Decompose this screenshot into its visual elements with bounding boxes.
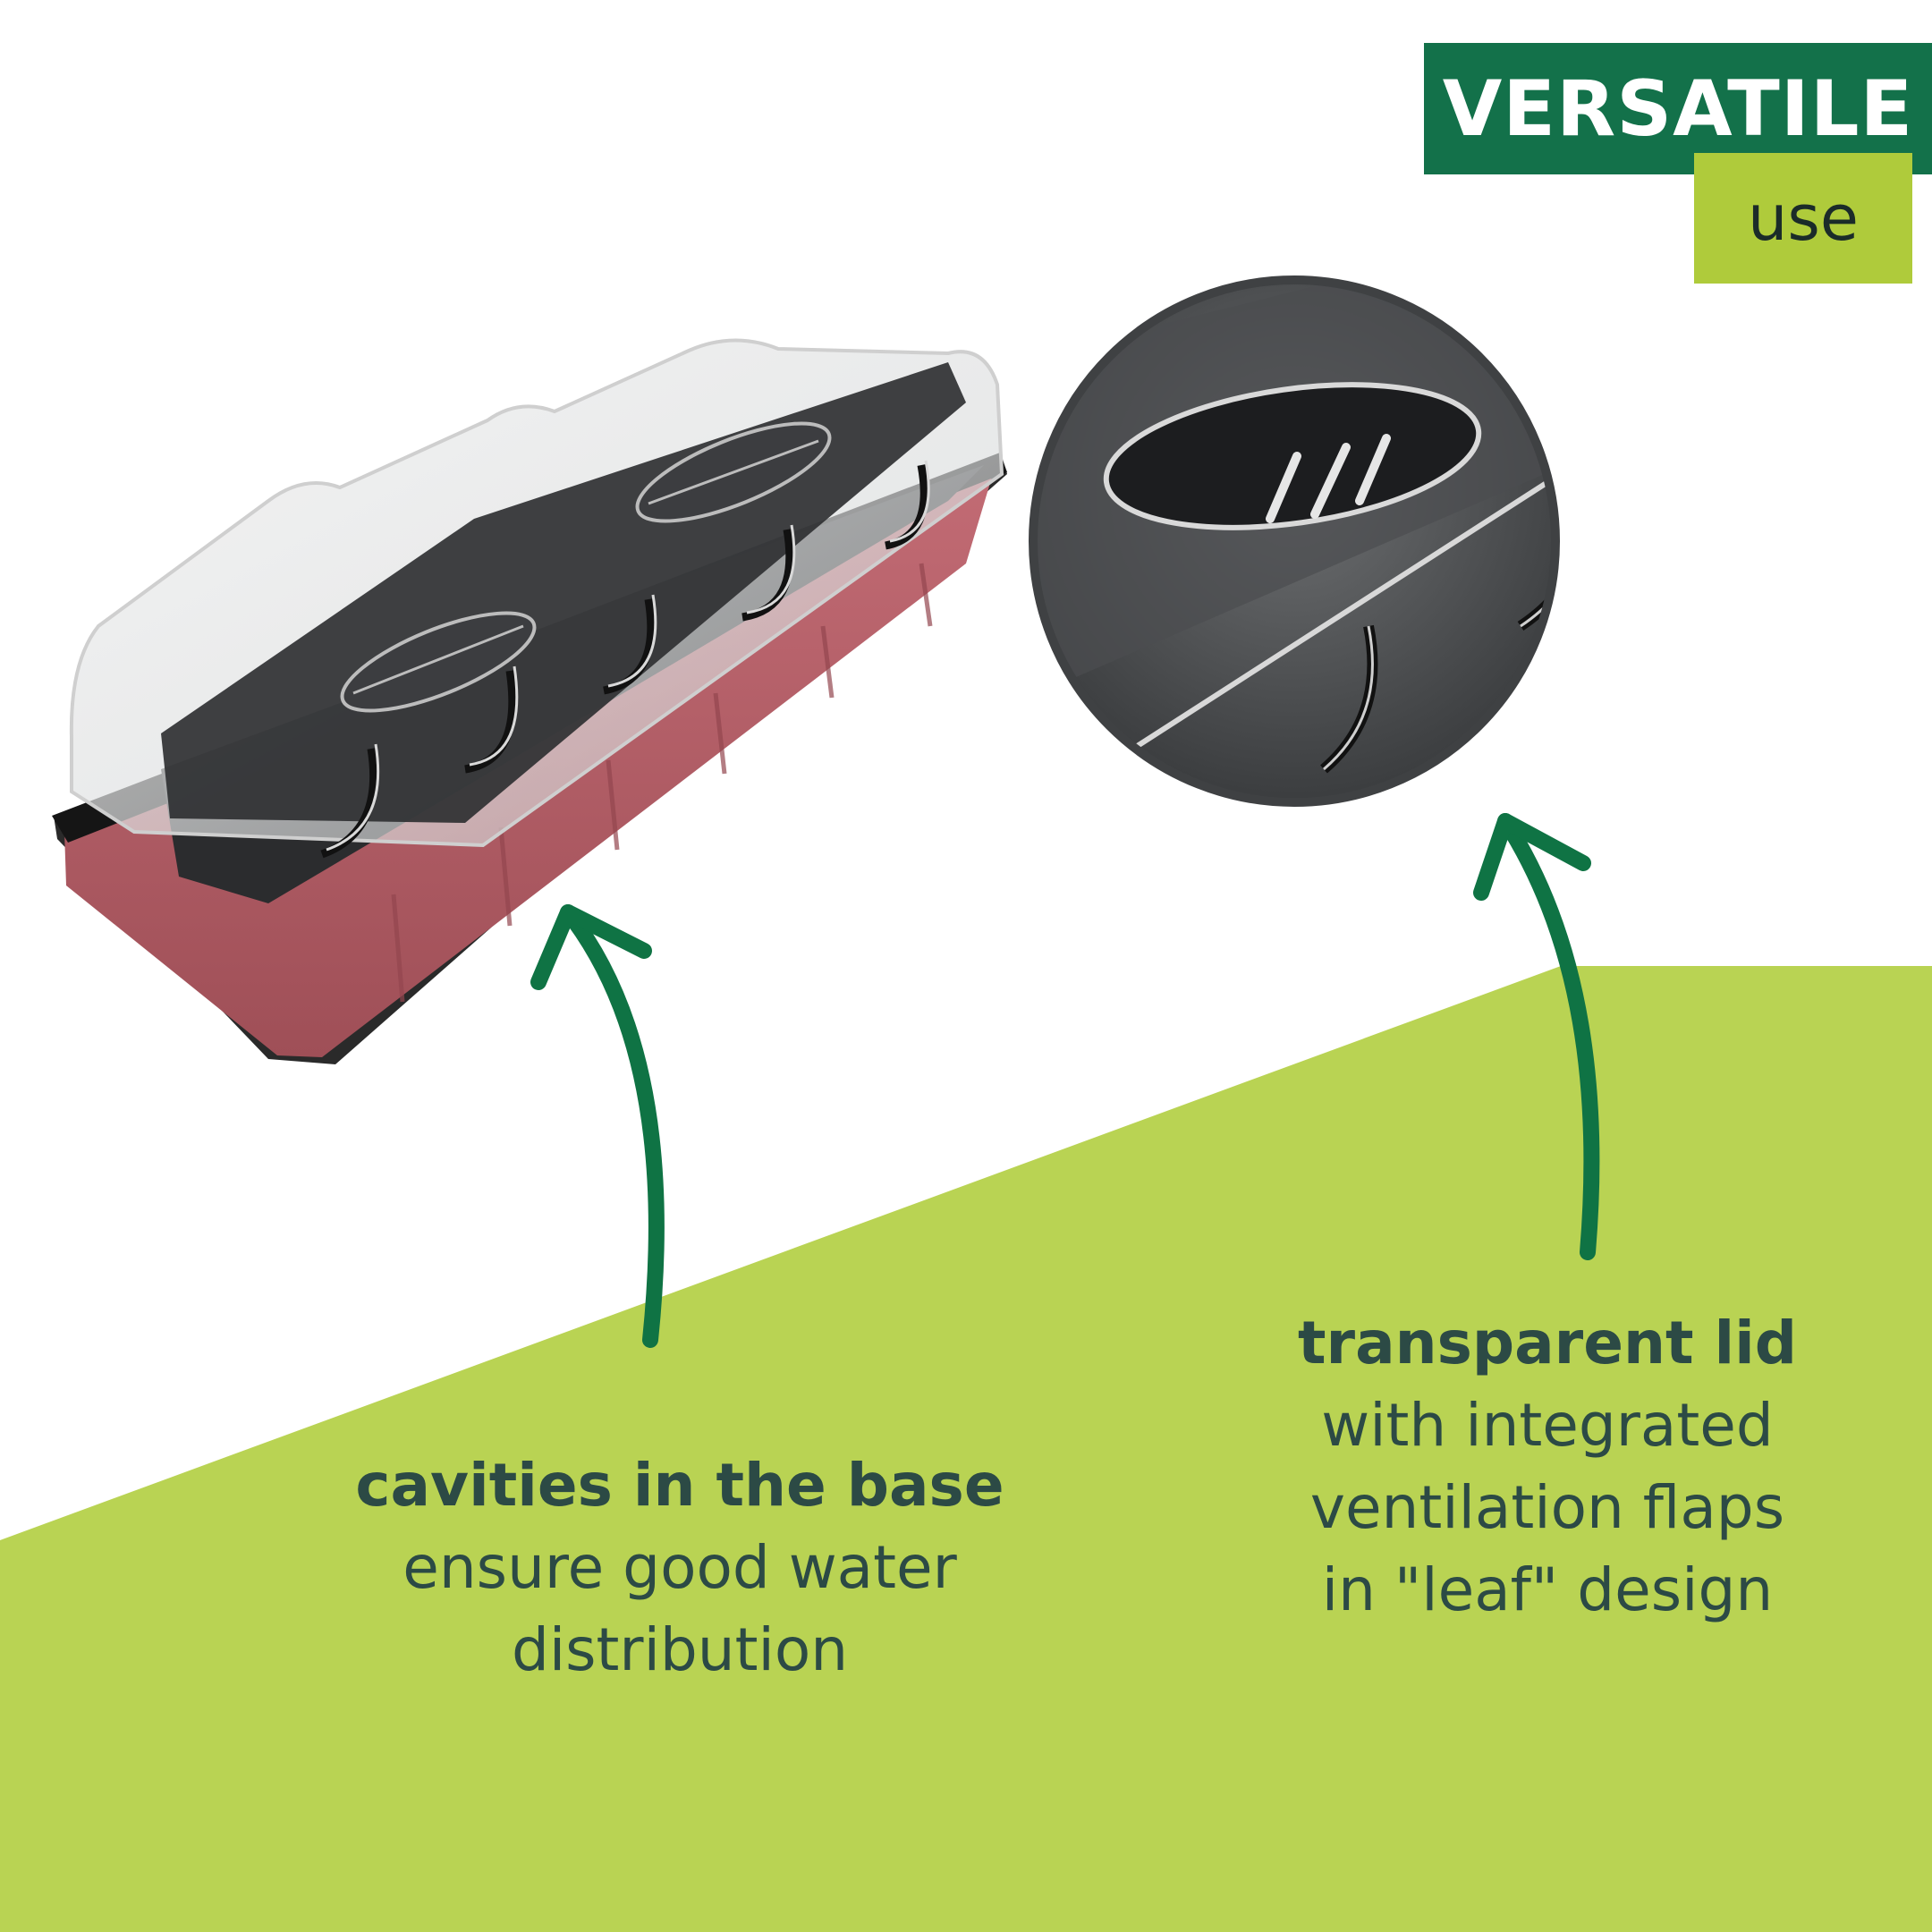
feature-caption-cavities: cavities in the base ensure good water d…	[322, 1445, 1038, 1691]
badge-title: VERSATILE	[1442, 64, 1914, 154]
feature-caption-lid: transparent lid with integrated ventilat…	[1234, 1302, 1860, 1631]
feature-heading: transparent lid	[1297, 1309, 1797, 1377]
use-badge: use	[1694, 153, 1912, 284]
feature-line: in "leaf" design	[1321, 1555, 1774, 1624]
lime-background-band	[0, 966, 1932, 1932]
feature-line: with integrated	[1321, 1391, 1774, 1460]
feature-heading: cavities in the base	[355, 1451, 1004, 1520]
feature-line: ensure good water	[402, 1533, 957, 1602]
feature-line: distribution	[511, 1615, 849, 1684]
propagator-tray-photo	[52, 338, 1007, 1064]
arrow-up-icon	[530, 904, 665, 1348]
versatile-badge: VERSATILE	[1424, 43, 1932, 174]
lid-detail-zoom	[1029, 275, 1560, 807]
arrow-up-icon	[1473, 813, 1600, 1260]
badge-subtitle: use	[1748, 182, 1859, 255]
feature-line: ventilation flaps	[1309, 1473, 1785, 1542]
